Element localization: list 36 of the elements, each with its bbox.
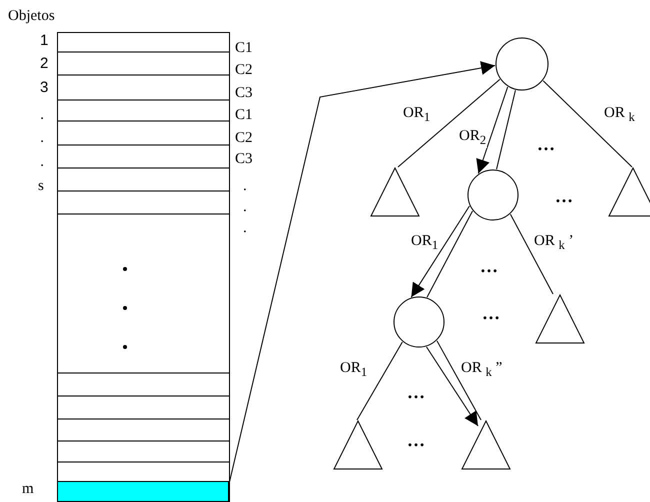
row-number: 3: [40, 80, 48, 96]
class-label: C1: [235, 40, 253, 56]
ellipsis-mark: .: [243, 178, 247, 194]
tree-edge-line: [426, 210, 474, 298]
ellipsis-mark: …: [555, 188, 573, 204]
row-number: .: [40, 107, 44, 123]
array-heading: Objetos: [8, 8, 55, 24]
ellipsis-mark: …: [482, 305, 500, 321]
row-number: s: [38, 178, 44, 194]
tree-edge-line: [496, 90, 516, 170]
row-number: .: [40, 130, 44, 146]
class-label: C2: [235, 62, 253, 78]
tree-edge-line: [356, 341, 403, 420]
row-number: 1: [40, 33, 48, 49]
edge-label: OR$_{2}$: [458, 128, 488, 148]
row-label: m: [22, 481, 34, 497]
ellipsis-mark: …: [537, 136, 555, 152]
class-label: C3: [235, 85, 253, 101]
ellipsis-mark: …: [407, 384, 425, 400]
class-label: C2: [235, 130, 253, 146]
row-number: .: [40, 154, 44, 170]
edge-label: OR$_{1}$: [410, 233, 440, 253]
arrow: [476, 86, 508, 174]
class-label: C3: [235, 151, 253, 167]
arrow: [410, 206, 470, 298]
ellipsis-mark: …: [407, 432, 425, 448]
class-label: C1: [235, 107, 253, 123]
arrow: [426, 346, 478, 426]
tree-edge-line: [510, 214, 554, 294]
ellipsis-mark: …: [480, 258, 498, 274]
tree-edge-line: [398, 78, 500, 168]
ellipsis-mark: .: [243, 220, 247, 236]
tree-edge-line: [436, 340, 482, 420]
ellipsis-mark: .: [243, 199, 247, 215]
row-number: 2: [40, 56, 48, 72]
tree-edge-line: [542, 80, 632, 168]
